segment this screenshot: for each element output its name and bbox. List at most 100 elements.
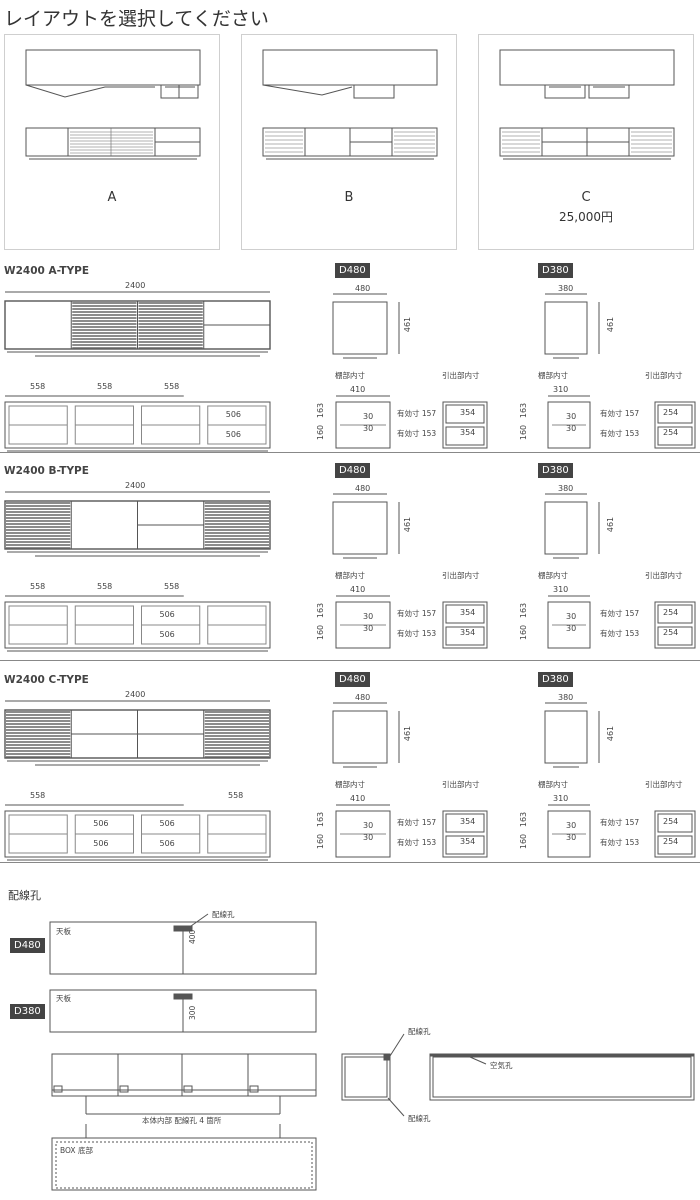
d380-drawer-label: 引出部内寸	[645, 571, 683, 580]
d380-shelf-label: 棚部内寸	[538, 780, 568, 789]
d480-height: 461	[403, 725, 413, 742]
inner-width-dimension: 558	[164, 582, 180, 591]
layout-option-b[interactable]: B	[241, 34, 457, 250]
wiring-section-title: 配線孔	[8, 889, 41, 902]
d480-badge: D480	[335, 263, 370, 278]
d380-effective-1: 有効寸 157	[600, 409, 640, 418]
type-title: W2400 B-TYPE	[4, 465, 89, 477]
inner-width-dimension: 558	[97, 582, 113, 591]
d380-effective-1: 有効寸 157	[600, 609, 640, 618]
type-title: W2400 C-TYPE	[4, 674, 89, 686]
d380-effective-1: 有効寸 157	[600, 818, 640, 827]
d480-effective-1: 有効寸 157	[397, 409, 437, 418]
d380-h30a: 30	[566, 412, 577, 421]
drawer-width: 506	[159, 610, 175, 619]
d480-shelf-label: 棚部内寸	[335, 780, 365, 789]
d480-shelf-width: 410	[350, 585, 366, 594]
d380-drawer-label: 引出部内寸	[645, 780, 683, 789]
d380-depth: 380	[558, 693, 574, 702]
d480-h163: 163	[316, 811, 326, 828]
drawer-width: 506	[225, 430, 242, 439]
d480-drawer-width-2: 354	[460, 428, 476, 437]
d480-effective-1: 有効寸 157	[397, 818, 437, 827]
d480-shelf-label: 棚部内寸	[335, 371, 365, 380]
type-drawing	[4, 491, 696, 652]
drawer-width: 506	[159, 819, 175, 828]
layout-label: A	[107, 190, 117, 205]
d380-depth: 380	[558, 484, 574, 493]
wiring-d480-badge: D480	[10, 938, 45, 953]
d380-height: 461	[606, 516, 616, 533]
layout-option-a[interactable]: A	[4, 34, 220, 250]
drawer-width: 506	[93, 839, 109, 848]
d480-badge: D480	[335, 672, 370, 687]
d380-drawer-width-2: 254	[663, 428, 679, 437]
width-dimension: 2400	[125, 281, 146, 290]
d480-drawer-width-1: 354	[460, 408, 476, 417]
d380-badge: D380	[538, 263, 573, 278]
d480-h30b: 30	[363, 424, 374, 433]
d480-h30b: 30	[363, 833, 374, 842]
d480-drawer-width-2: 354	[460, 837, 476, 846]
wiring-hole-label: 配線孔	[212, 910, 235, 919]
d380-shelf-label: 棚部内寸	[538, 571, 568, 580]
d480-height: 461	[403, 316, 413, 333]
d380-h30b: 30	[566, 624, 577, 633]
d380-shelf-width: 310	[553, 585, 569, 594]
drawer-width: 506	[93, 819, 109, 828]
page-title: レイアウトを選択してください	[4, 8, 269, 30]
top-board-label-d380: 天板	[56, 994, 71, 1003]
d480-effective-1: 有効寸 157	[397, 609, 437, 618]
layout-c-illustration	[499, 49, 675, 160]
d480-effective-2: 有効寸 153	[397, 838, 437, 847]
d480-shelf-width: 410	[350, 794, 366, 803]
d380-drawer-width-1: 254	[663, 817, 679, 826]
d380-shelf-width: 310	[553, 385, 569, 394]
d480-h160: 160	[316, 833, 326, 850]
air-hole-label: 空気孔	[490, 1061, 513, 1070]
d480-h163: 163	[316, 602, 326, 619]
drawer-width: 506	[159, 630, 175, 639]
d480-drawer-width-1: 354	[460, 608, 476, 617]
layout-price: 25,000円	[559, 210, 613, 224]
d480-h160: 160	[316, 424, 326, 441]
d480-effective-2: 有効寸 153	[397, 629, 437, 638]
d380-h160: 160	[519, 624, 529, 641]
inner-width-dimension: 558	[97, 382, 113, 391]
width-dimension: 2400	[125, 481, 146, 490]
d380-h160: 160	[519, 424, 529, 441]
d380-depth: 380	[558, 284, 574, 293]
d480-drawer-label: 引出部内寸	[442, 571, 480, 580]
d380-h30b: 30	[566, 424, 577, 433]
d380-h30a: 30	[566, 821, 577, 830]
d380-badge: D380	[538, 463, 573, 478]
d480-h30a: 30	[363, 612, 374, 621]
d380-drawer-width-2: 254	[663, 837, 679, 846]
layout-option-c[interactable]: C 25,000円	[478, 34, 694, 250]
d480-depth: 480	[355, 484, 371, 493]
wiring-d480-depth: 400	[188, 929, 197, 944]
box-bottom-label: BOX 底部	[60, 1146, 93, 1155]
section-divider	[0, 862, 700, 863]
d380-drawer-width-2: 254	[663, 628, 679, 637]
d480-depth: 480	[355, 284, 371, 293]
layout-a-illustration	[25, 49, 201, 160]
d380-shelf-label: 棚部内寸	[538, 371, 568, 380]
d380-height: 461	[606, 725, 616, 742]
d480-h163: 163	[316, 402, 326, 419]
d380-drawer-width-1: 254	[663, 608, 679, 617]
d480-drawer-width-1: 354	[460, 817, 476, 826]
d380-drawer-label: 引出部内寸	[645, 371, 683, 380]
side-hole-bottom-label: 配線孔	[408, 1114, 431, 1123]
width-dimension: 2400	[125, 690, 146, 699]
inner-width-dimension: 558	[30, 582, 46, 591]
side-hole-top-label: 配線孔	[408, 1027, 431, 1036]
section-divider	[0, 660, 700, 661]
d380-h163: 163	[519, 811, 529, 828]
d380-h30a: 30	[566, 612, 577, 621]
wiring-d380-depth: 300	[188, 1005, 197, 1020]
d480-badge: D480	[335, 463, 370, 478]
top-board-label: 天板	[56, 927, 71, 936]
d380-h30b: 30	[566, 833, 577, 842]
d480-h30a: 30	[363, 821, 374, 830]
